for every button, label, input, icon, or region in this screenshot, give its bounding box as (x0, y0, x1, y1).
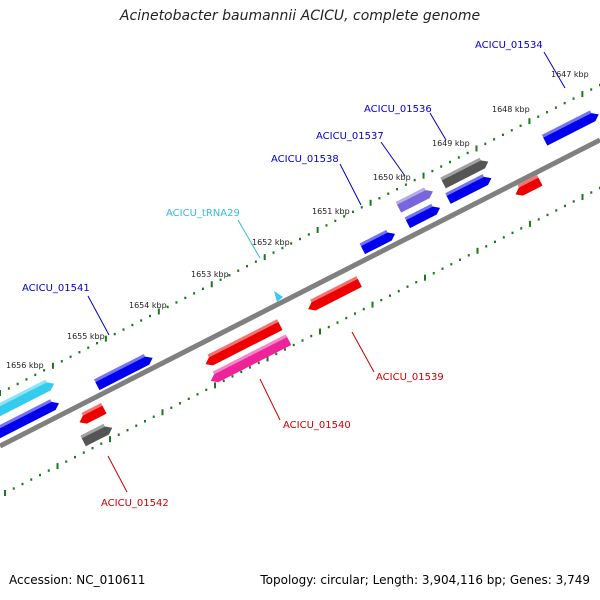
gene-acicu-01538[interactable] (359, 227, 398, 255)
upper-tick-track (0, 83, 600, 396)
gene-acicu-01539[interactable] (305, 276, 362, 313)
kbp-label: 1649 kbp (432, 139, 470, 148)
lower-tick-track (4, 186, 600, 496)
gene-label-acicu-01541[interactable]: ACICU_01541 (22, 283, 90, 294)
kbp-label: 1650 kbp (373, 173, 411, 182)
genome-backbone (0, 137, 600, 449)
accession-text: Accession: NC_010611 (9, 573, 146, 587)
gene-pseudo-2[interactable] (80, 421, 114, 447)
gene-acicu-01534[interactable] (541, 108, 600, 146)
gene-forward-left[interactable] (0, 397, 61, 441)
gene-acicu-01541[interactable] (93, 351, 155, 391)
kbp-label: 1651 kbp (312, 207, 350, 216)
gene-pseudo-1[interactable] (440, 155, 490, 189)
gene-label-acicu-01542[interactable]: ACICU_01542 (101, 498, 169, 509)
gene-acicu-01536[interactable] (395, 185, 435, 213)
kbp-labels: 1647 kbp 1648 kbp 1649 kbp 1650 kbp 1651 kbp… (6, 70, 589, 370)
gene-acicu-01540b[interactable] (207, 334, 292, 385)
gene-label-acicu-01538[interactable]: ACICU_01538 (271, 154, 339, 165)
label-connector-line (107, 455, 128, 493)
kbp-label: 1648 kbp (492, 105, 530, 114)
gene-acicu-01542[interactable] (76, 402, 107, 426)
gene-reverse-small[interactable] (512, 174, 543, 198)
gene-labels: ACICU_01534ACICU_01536ACICU_01537ACICU_0… (22, 40, 543, 509)
trna29-marker[interactable] (274, 291, 283, 302)
kbp-label: 1656 kbp (6, 361, 44, 370)
label-connector-line (87, 295, 110, 336)
gene-label-acicu-trna29[interactable]: ACICU_tRNA29 (166, 208, 240, 219)
gene-acicu-01537[interactable] (404, 201, 443, 229)
label-connector-line (259, 378, 281, 421)
kbp-label: 1653 kbp (191, 270, 229, 279)
label-connector-line (351, 331, 375, 373)
kbp-label: 1652 kbp (252, 238, 290, 247)
gene-label-acicu-01537[interactable]: ACICU_01537 (316, 131, 384, 142)
label-connector-line (339, 163, 362, 206)
map-title: Acinetobacter baumannii ACICU, complete … (119, 8, 481, 24)
gene-acicu-01540[interactable] (202, 319, 283, 368)
label-connector-line (429, 112, 447, 141)
label-connectors (87, 51, 566, 493)
label-connector-line (543, 51, 566, 89)
kbp-label: 1655 kbp (67, 332, 105, 341)
kbp-label: 1654 kbp (129, 301, 167, 310)
label-connector-line (237, 219, 261, 259)
gene-label-acicu-01539[interactable]: ACICU_01539 (376, 372, 444, 383)
gene-label-acicu-01534[interactable]: ACICU_01534 (475, 40, 543, 51)
gene-acicu-01535[interactable] (445, 171, 493, 204)
gene-label-acicu-01540[interactable]: ACICU_01540 (283, 420, 351, 431)
gene-features (0, 108, 600, 447)
gene-label-acicu-01536[interactable]: ACICU_01536 (364, 104, 432, 115)
gene-trna-left[interactable] (0, 377, 56, 421)
label-connector-line (380, 141, 406, 177)
topology-summary: Topology: circular; Length: 3,904,116 bp… (260, 573, 590, 587)
kbp-label: 1647 kbp (551, 70, 589, 79)
